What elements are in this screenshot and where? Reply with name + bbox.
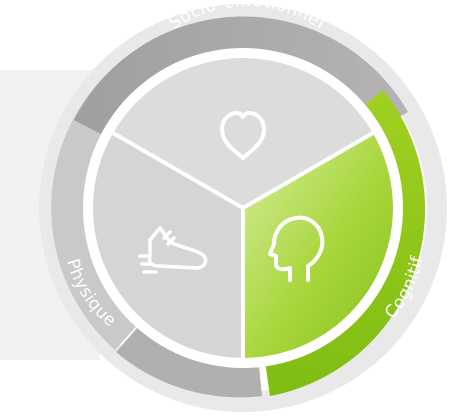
segment-cognitive	[243, 133, 393, 358]
head-profile-icon	[268, 215, 325, 282]
heart-icon	[220, 111, 266, 160]
running-shoe-icon	[138, 226, 208, 274]
segment-dividers	[112, 131, 374, 358]
